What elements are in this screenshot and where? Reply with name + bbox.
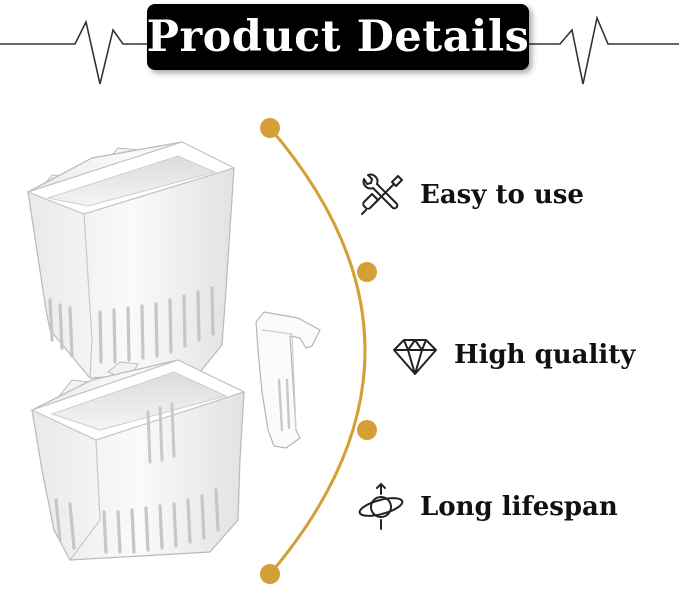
timeline-dot bbox=[260, 118, 280, 138]
feature-label: Easy to use bbox=[420, 180, 584, 210]
timeline-dot bbox=[357, 420, 377, 440]
tall-basket bbox=[26, 141, 236, 379]
page-title: Product Details bbox=[146, 12, 530, 62]
feature-label: Long lifespan bbox=[420, 492, 618, 522]
short-basket bbox=[30, 359, 246, 561]
hook-clip bbox=[255, 311, 321, 449]
feature-easy-to-use: Easy to use bbox=[356, 170, 584, 220]
feature-long-lifespan: Long lifespan bbox=[356, 482, 618, 532]
diamond-icon bbox=[393, 339, 437, 375]
orbit-icon bbox=[358, 482, 404, 530]
timeline-dot bbox=[260, 564, 280, 584]
feature-high-quality: High quality bbox=[390, 330, 635, 380]
timeline-dot bbox=[357, 262, 377, 282]
tools-icon bbox=[361, 173, 403, 215]
feature-label: High quality bbox=[454, 340, 636, 370]
title-badge: Product Details bbox=[147, 4, 529, 70]
header-pulse-line bbox=[0, 15, 679, 85]
